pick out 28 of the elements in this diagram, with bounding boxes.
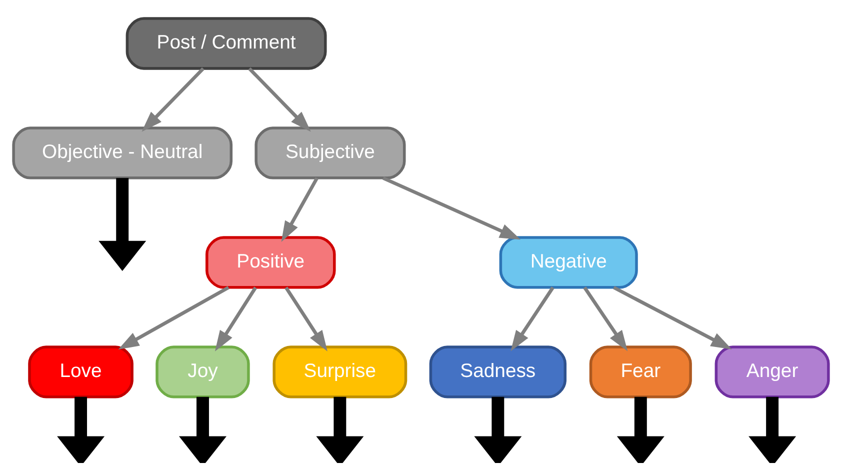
arrow	[474, 396, 522, 463]
arrow	[281, 177, 319, 242]
arrow	[118, 286, 230, 350]
arrow	[98, 178, 146, 271]
arrow	[510, 286, 554, 352]
node-box: Surprise	[272, 346, 408, 398]
arrow	[748, 396, 796, 463]
arrow	[248, 67, 311, 132]
node-box: Negative	[499, 236, 638, 289]
node-box: Fear	[589, 346, 692, 398]
arrow	[178, 396, 226, 463]
arrow	[57, 396, 105, 463]
arrow	[214, 286, 258, 352]
arrow	[316, 396, 364, 463]
node-box: Anger	[714, 346, 830, 398]
node-box: Subjective	[254, 126, 406, 180]
node-box: Post / Comment	[126, 17, 327, 70]
node-box: Positive	[206, 236, 336, 289]
node-box: Love	[28, 346, 134, 398]
arrow	[616, 396, 664, 463]
arrow	[382, 176, 521, 240]
arrow	[583, 286, 628, 352]
arrow	[613, 286, 732, 350]
arrow	[284, 286, 328, 352]
arrow	[142, 67, 204, 132]
node-box: Sadness	[429, 346, 566, 398]
node-box: Joy	[156, 346, 250, 398]
node-box: Objective - Neutral	[12, 126, 233, 180]
